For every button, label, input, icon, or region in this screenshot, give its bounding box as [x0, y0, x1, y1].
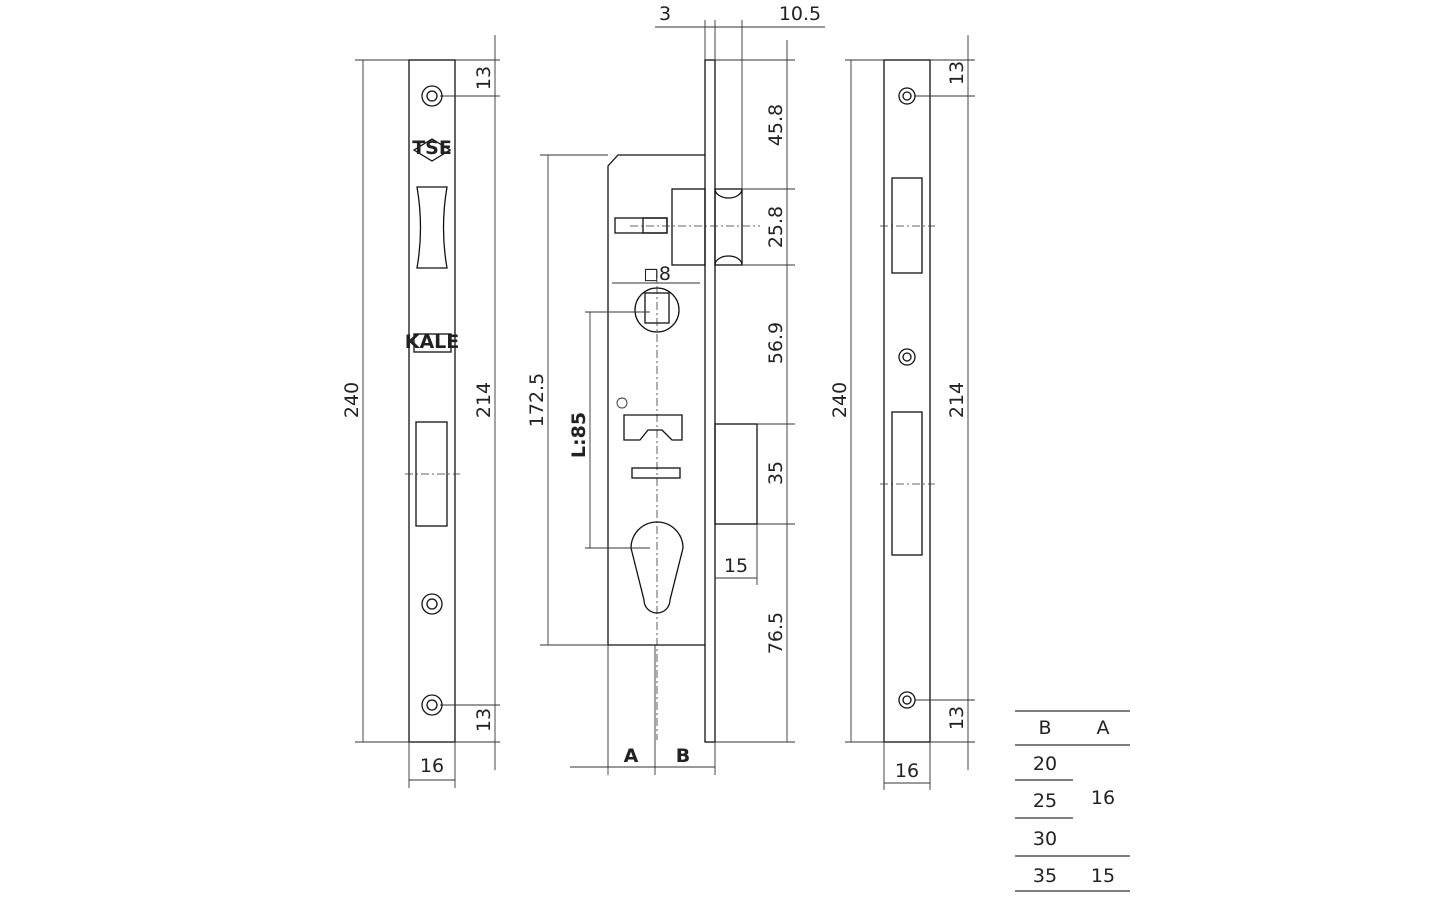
dimension-table: B A 20 25 30 35 16 15 [1015, 710, 1130, 892]
screw-hole [421, 85, 443, 107]
screw-hole [898, 87, 916, 105]
screw-hole [898, 348, 916, 366]
cell-b: 35 [1033, 865, 1057, 887]
right-faceplate: 240 214 13 13 16 [829, 35, 975, 790]
cell-a: 15 [1091, 865, 1115, 887]
left-faceplate: TSE KALE 240 214 13 13 16 [341, 35, 500, 788]
dim-3: 3 [659, 3, 671, 25]
dim-45-8: 45.8 [765, 104, 787, 146]
dim-center-distance: L:85 [568, 412, 590, 458]
deadbolt-slot [416, 186, 448, 269]
label-a: A [624, 745, 639, 767]
dim-holes: 214 [946, 382, 968, 418]
dim-total: 240 [341, 382, 363, 418]
dim-latch-depth: 15 [724, 555, 748, 577]
dim-56-9: 56.9 [765, 322, 787, 364]
label-b: B [676, 745, 690, 767]
dim-172-5: 172.5 [526, 373, 548, 427]
svg-text:KALE: KALE [405, 331, 460, 353]
header-b: B [1038, 717, 1051, 739]
svg-text:TSE: TSE [412, 137, 452, 159]
latch-bolt [714, 423, 758, 525]
dim-top: 13 [473, 66, 495, 90]
dim-bottom: 13 [473, 708, 495, 732]
dim-width: 16 [420, 755, 444, 777]
dim-35: 35 [765, 461, 787, 485]
dim-total: 240 [829, 382, 851, 418]
screw-hole [421, 694, 443, 716]
cell-b: 25 [1033, 790, 1057, 812]
dim-width: 16 [895, 760, 919, 782]
tse-logo: TSE [412, 137, 452, 162]
header-a: A [1097, 717, 1110, 739]
dim-10-5: 10.5 [779, 3, 821, 25]
screw-hole [421, 593, 443, 615]
dim-76-5: 76.5 [765, 612, 787, 654]
dim-spindle: ◻8 [643, 263, 671, 285]
cylinder-hole [630, 521, 684, 614]
lock-body: 3 10.5 45.8 25.8 56.9 35 76.5 172.5 L:85… [526, 3, 825, 775]
kale-logo: KALE [405, 331, 460, 353]
cell-b: 30 [1033, 828, 1057, 850]
dim-holes: 214 [473, 382, 495, 418]
dim-top: 13 [946, 61, 968, 85]
screw-hole [898, 691, 916, 709]
cell-a: 16 [1091, 787, 1115, 809]
dim-25-8: 25.8 [765, 206, 787, 248]
dim-bottom: 13 [946, 706, 968, 730]
cell-b: 20 [1033, 753, 1057, 775]
